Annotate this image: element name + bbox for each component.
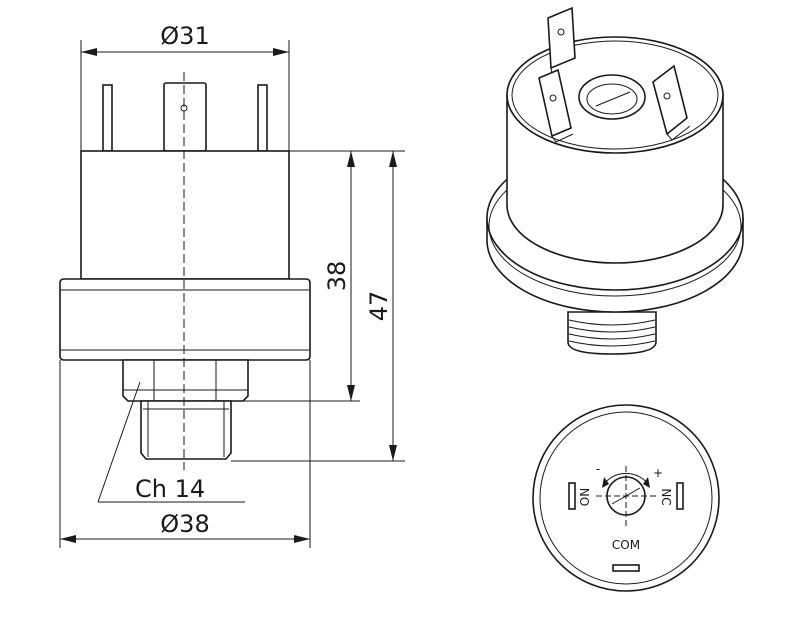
iso-terminal-right: [652, 64, 688, 136]
base-flange: [59, 278, 311, 361]
right-terminal: [257, 84, 268, 152]
dim-hex-size: Ch 14: [135, 475, 205, 503]
dim-height-body: 38: [323, 261, 351, 292]
threaded-fitting: [140, 400, 232, 460]
front-view: [59, 72, 311, 470]
iso-terminal-left: [538, 68, 572, 138]
iso-terminal-back: [547, 6, 576, 70]
label-minus: -: [596, 462, 600, 476]
dim-height-total: 47: [365, 291, 393, 322]
dim-base-diameter: Ø38: [160, 510, 209, 538]
face-contact-com: [612, 564, 640, 572]
isometric-view: [486, 6, 744, 355]
upper-body: [80, 150, 290, 280]
dimension-lines: Ø31 38 47 Ch 14 Ø38: [59, 22, 405, 548]
label-nc: NC: [659, 488, 673, 505]
iso-thread: [567, 311, 657, 355]
center-terminal: [163, 82, 207, 152]
left-terminal: [102, 84, 113, 152]
hex-nut: [122, 359, 249, 402]
face-contact-on: [568, 482, 576, 510]
label-plus: +: [653, 466, 663, 480]
dim-top-diameter: Ø31: [160, 22, 209, 50]
face-contact-nc: [676, 482, 684, 510]
label-on: ON: [578, 488, 592, 506]
label-com: COM: [612, 538, 640, 552]
face-view: ON NC COM - +: [532, 404, 720, 592]
iso-adjust-screw: [578, 74, 646, 120]
